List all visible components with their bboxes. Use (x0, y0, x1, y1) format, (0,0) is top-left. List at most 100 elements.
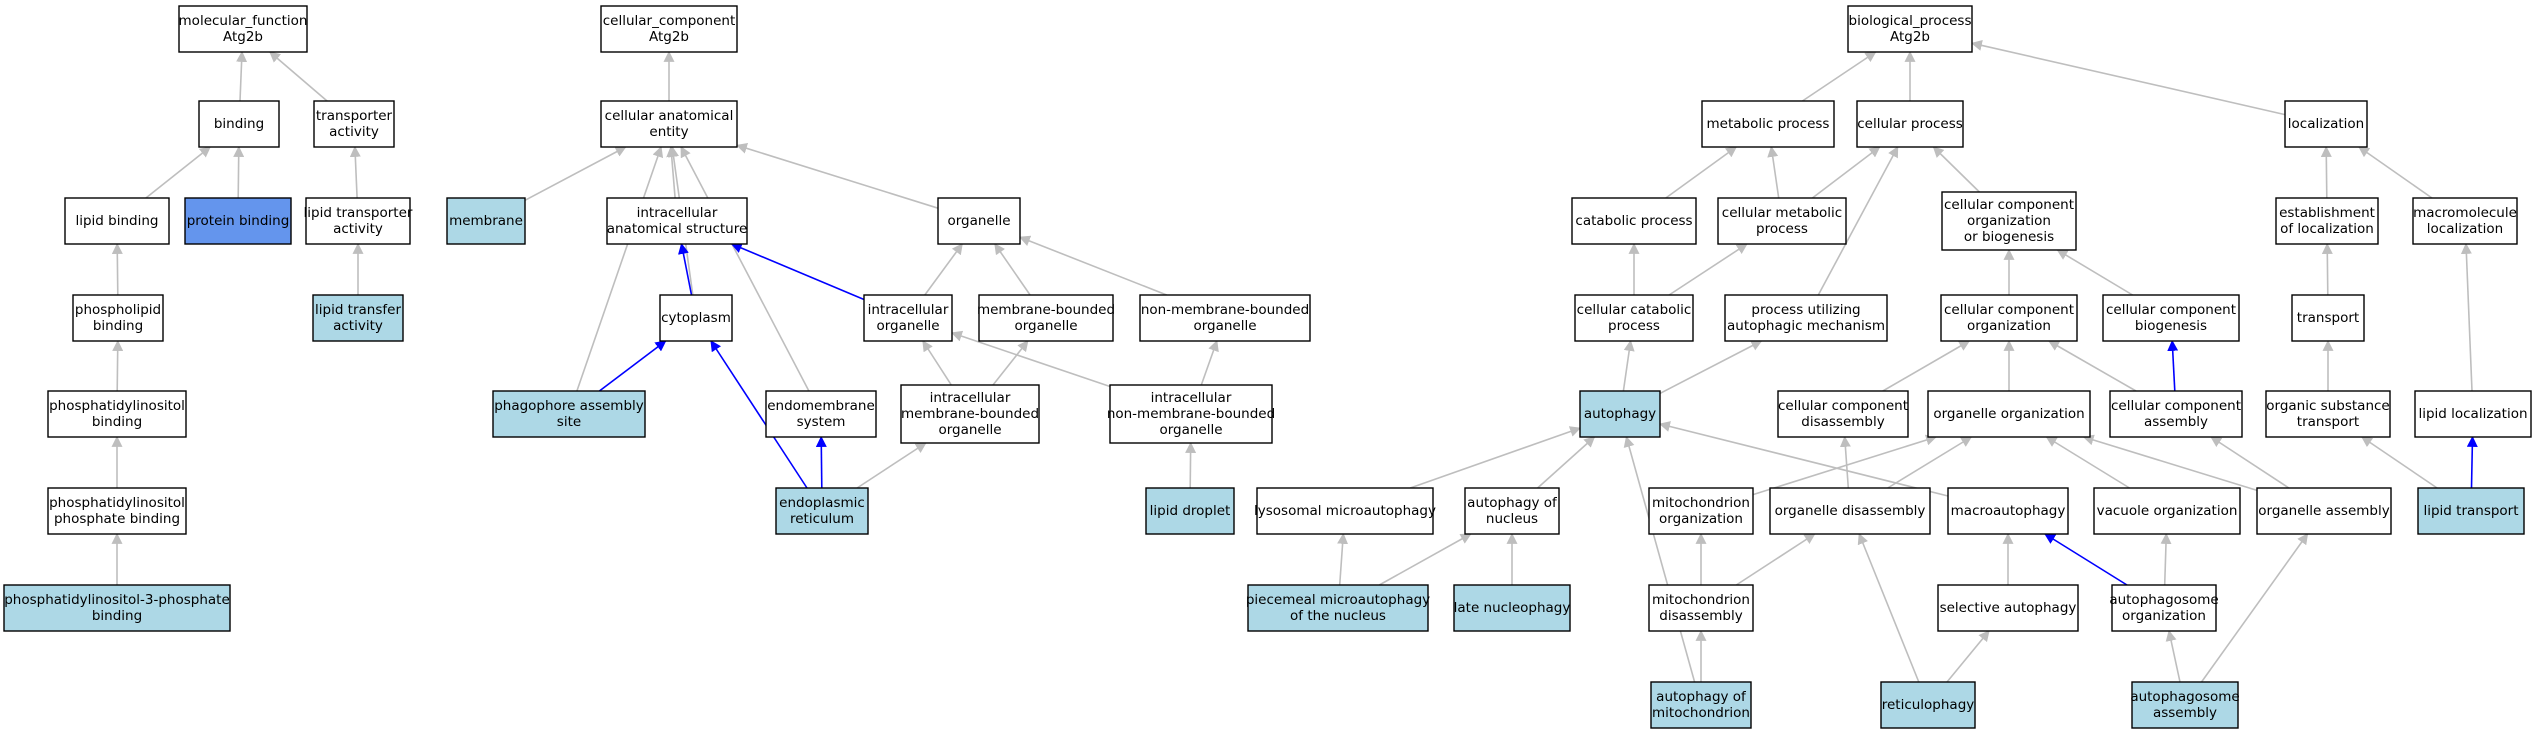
edge-reticulo-to-selauto (1946, 630, 1990, 683)
is-a-arrow (1537, 436, 1596, 489)
part-of-arrow (598, 340, 667, 392)
node-box (1648, 584, 1754, 632)
go-term-node-cytoplasm[interactable]: cytoplasm (659, 294, 733, 342)
go-term-node-lipdrop[interactable]: lipid droplet (1145, 487, 1235, 535)
go-term-node-latenuc[interactable]: late nucleophagy (1453, 584, 1571, 632)
is-a-arrow (1659, 340, 1763, 395)
node-label-line: organelle (947, 213, 1010, 229)
go-term-node-cellproc[interactable]: cellular process (1856, 100, 1964, 148)
go-term-node-reticulo[interactable]: reticulophagy (1880, 681, 1976, 729)
go-term-node-metab[interactable]: metabolic process (1701, 100, 1835, 148)
node-label-line: Atg2b (649, 29, 689, 45)
go-term-node-membrane[interactable]: membrane (446, 197, 526, 245)
node-box (2414, 390, 2532, 438)
go-term-node-orgdis[interactable]: organelle disassembly (1769, 487, 1931, 535)
is-a-arrow (1801, 51, 1877, 102)
go-term-node-catab[interactable]: catabolic process (1571, 197, 1697, 245)
node-label-line: of the nucleus (1290, 608, 1386, 624)
go-term-node-liploc[interactable]: lipid localization (2414, 390, 2532, 438)
node-box (775, 487, 869, 535)
node-label-line: of localization (2280, 221, 2374, 237)
go-term-node-vacorg[interactable]: vacuole organization (2093, 487, 2241, 535)
node-label-line: transport (2297, 310, 2359, 326)
node-label-line: phagophore assembly (494, 398, 644, 414)
node-label-line: localization (2427, 221, 2503, 237)
is-a-arrow (2358, 146, 2433, 199)
edge-apa-to-orgasm (2200, 533, 2309, 683)
go-term-node-protbind[interactable]: protein binding (184, 197, 292, 245)
go-term-node-transport[interactable]: transport (2291, 294, 2365, 342)
go-term-node-binding[interactable]: binding (198, 100, 280, 148)
node-label-line: macroautophagy (1951, 503, 2066, 519)
part-of-arrow (678, 242, 693, 296)
edge-imbo-to-mbo (992, 340, 1029, 386)
node-label-line: intracellular (930, 390, 1011, 406)
is-a-arrow (1882, 340, 1971, 392)
node-label-line: organelle assembly (2258, 503, 2389, 519)
go-term-node-autophagy[interactable]: autophagy (1579, 390, 1661, 438)
go-term-node-orgasm[interactable]: organelle assembly (2256, 487, 2392, 535)
node-box (1648, 487, 1754, 535)
edge-autophagy-to-pum (1659, 340, 1763, 395)
node-box (600, 100, 738, 148)
edge-inmbo-to-nmbo (1200, 339, 1219, 386)
node-box (1701, 100, 1835, 148)
node-box (1880, 681, 1976, 729)
go-term-node-organelle[interactable]: organelle (937, 197, 1021, 245)
go-term-node-macroauto[interactable]: macroautophagy (1947, 487, 2069, 535)
node-label-line: phosphatidylinositol (49, 398, 185, 414)
go-term-node-local[interactable]: localization (2284, 100, 2368, 148)
go-term-node-orgorg[interactable]: organelle organization (1927, 390, 2091, 438)
go-term-node-lipidbind[interactable]: lipid binding (64, 197, 170, 245)
edge-cca-to-cco (2048, 340, 2137, 392)
node-box (1947, 487, 2069, 535)
go-term-node-inmbo[interactable]: intracellularnon-membrane-boundedorganel… (1107, 384, 1275, 444)
edge-intraorg-to-organelle (924, 243, 963, 296)
go-term-node-selauto[interactable]: selective autophagy (1937, 584, 2079, 632)
edge-binding-to-mf (236, 50, 248, 102)
node-label-line: binding (92, 414, 142, 430)
edge-lysmicro-to-autophagy (1409, 426, 1582, 489)
is-a-arrow (2056, 249, 2134, 296)
go-term-node-liptrans[interactable]: lipid transport (2417, 487, 2525, 535)
go-term-node-lysmicro[interactable]: lysosomal microautophagy (1254, 487, 1436, 535)
node-label-line: piecemeal microautophagy (1246, 592, 1430, 608)
